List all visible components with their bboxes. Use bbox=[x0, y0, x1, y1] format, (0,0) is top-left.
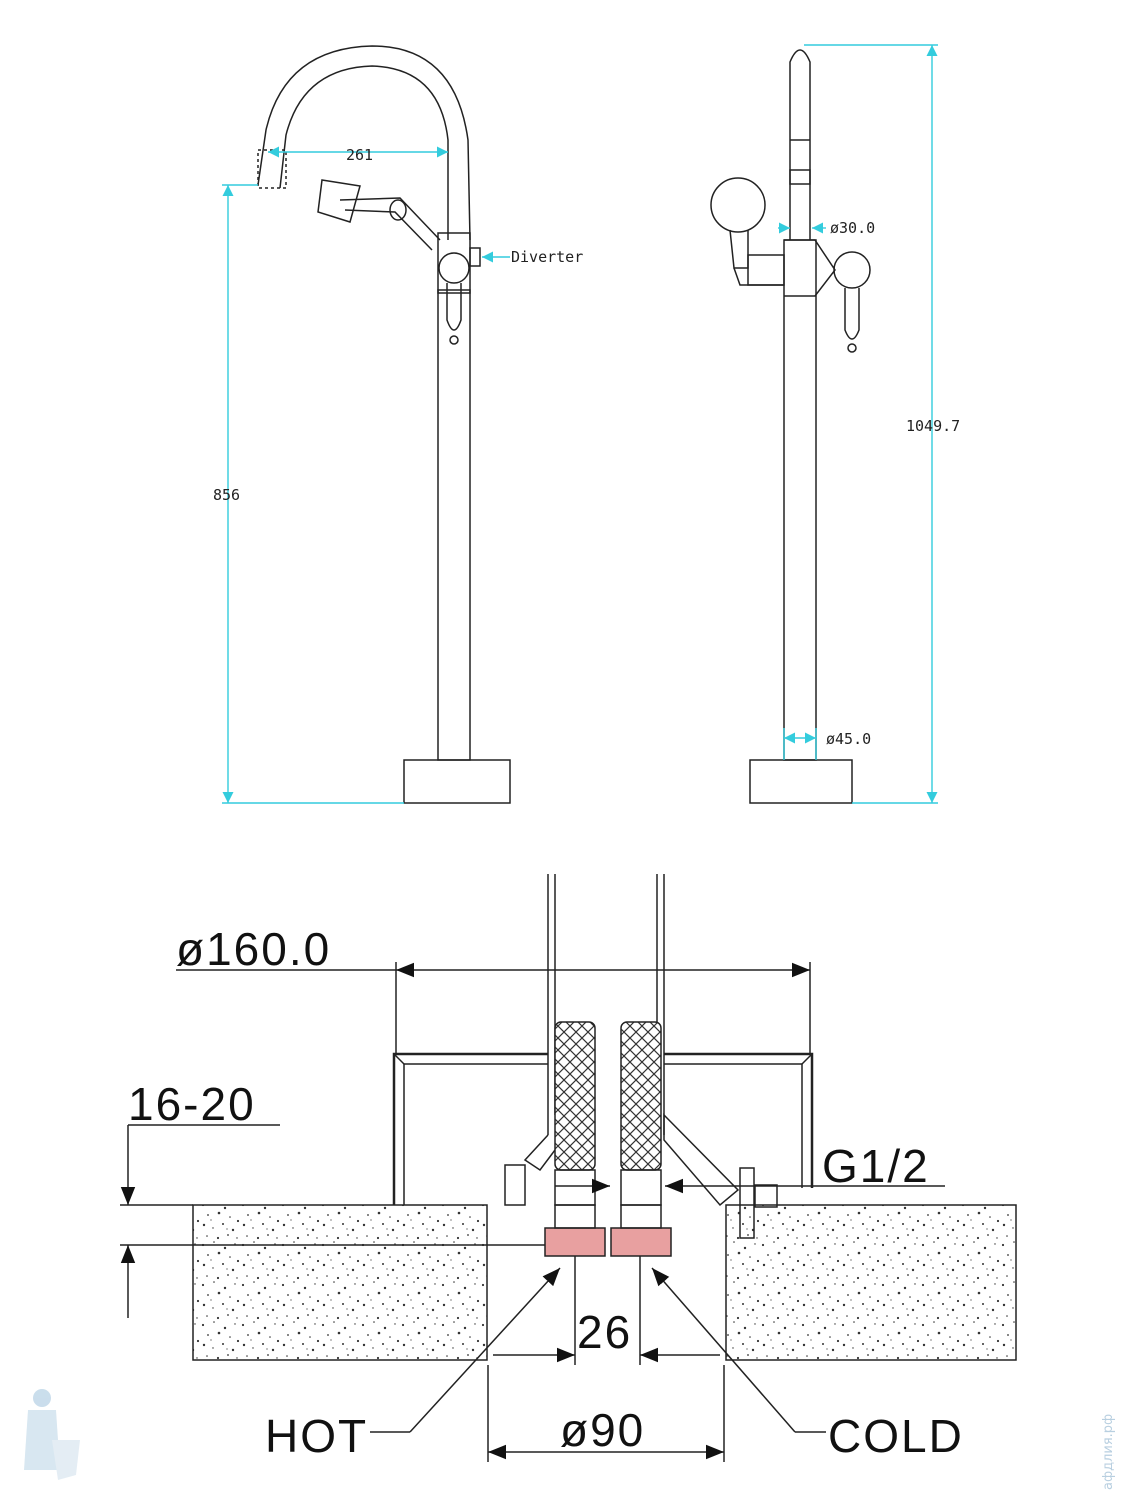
dim-body-diameter: ø30.0 bbox=[830, 219, 875, 237]
label-hot: HOT bbox=[265, 1410, 368, 1462]
hose-cold bbox=[620, 1021, 662, 1171]
cover-cup bbox=[392, 1052, 814, 1205]
dim-hole-diameter: ø90 bbox=[560, 1404, 645, 1456]
riser-pipe bbox=[437, 289, 471, 761]
hose-hot bbox=[554, 1021, 596, 1171]
dim-cover-diameter: ø160.0 bbox=[176, 923, 331, 975]
dim-pipe-diameter: ø45.0 bbox=[826, 730, 871, 748]
side-riser bbox=[783, 239, 817, 761]
side-base bbox=[749, 759, 853, 804]
dim-reach: 261 bbox=[346, 146, 373, 164]
plumber-logo bbox=[24, 1389, 80, 1480]
side-shower-head bbox=[710, 177, 766, 233]
dim-pipe-spacing: 26 bbox=[577, 1306, 632, 1358]
label-cold: COLD bbox=[828, 1410, 964, 1462]
spout bbox=[257, 45, 471, 241]
dim-thread: G1/2 bbox=[822, 1140, 930, 1192]
dim-spout-height: 856 bbox=[213, 486, 240, 504]
dim-total-height: 1049.7 bbox=[906, 417, 960, 435]
side-spout bbox=[789, 49, 811, 240]
side-view: ø30.0 ø45.0 1049.7 bbox=[710, 44, 960, 804]
label-diverter: Diverter bbox=[511, 248, 583, 266]
floor-slab-left bbox=[192, 1204, 488, 1361]
front-view: 261 856 Diverter bbox=[213, 45, 583, 804]
dim-floor-thickness: 16-20 bbox=[128, 1078, 256, 1130]
hand-shower bbox=[317, 179, 441, 251]
watermark-text: aфдлия.рф bbox=[1101, 1414, 1116, 1490]
floor-slab-right bbox=[725, 1204, 1017, 1361]
section-view: ø160.0 16-20 G1/2 26 ø90 HOT COLD bbox=[120, 874, 1017, 1462]
front-base bbox=[403, 759, 511, 804]
